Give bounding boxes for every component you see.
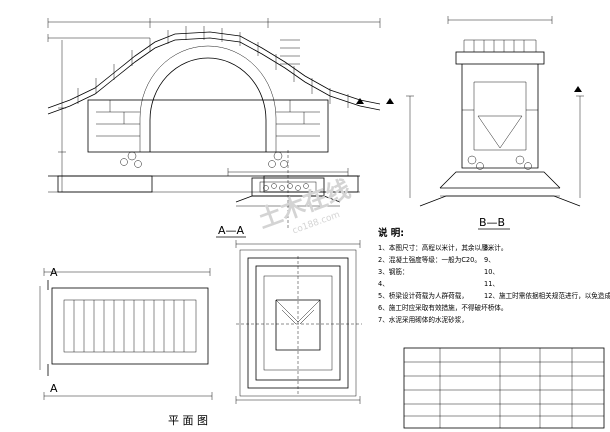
note-12: 12、施工时需依据相关规范进行，以免造成结构破坏。 xyxy=(484,291,610,300)
note-1: 1、本图尺寸：高程以米计，其余以厘米计。 xyxy=(378,243,507,252)
note-3: 3、钢筋： xyxy=(378,267,409,276)
foundation-plan xyxy=(235,240,362,404)
masonry-texture xyxy=(96,100,320,137)
notes-heading: 说 明: xyxy=(378,227,404,239)
note-10: 10、 xyxy=(484,268,499,276)
note-4: 4、 xyxy=(378,280,389,288)
cut-marker-a-top: A xyxy=(50,266,58,279)
elevation-view: A—A xyxy=(47,18,394,238)
title-block xyxy=(403,347,605,429)
note-7: 7、水泥采用砌体的水泥砂浆， xyxy=(378,315,468,324)
note-8: 8、 xyxy=(484,244,495,252)
rubble-fill xyxy=(120,151,288,168)
cross-section-label: B—B xyxy=(479,216,505,229)
cut-marker-a-bottom: A xyxy=(50,382,58,395)
note-5: 5、桥梁设计荷载为人群荷载， xyxy=(378,291,468,300)
cross-section-balusters xyxy=(473,40,525,52)
note-6: 6、施工时应采取有效措施，不得破坏桥体。 xyxy=(378,303,507,312)
plan-view: A A 平 面 图 xyxy=(39,266,213,427)
note-2: 2、混凝土强度等级：一般为C20。 xyxy=(378,255,481,264)
foundation-detail xyxy=(227,150,349,230)
plan-deck-stripes xyxy=(73,300,185,352)
plan-label: 平 面 图 xyxy=(168,414,208,427)
note-9: 9、 xyxy=(484,256,495,264)
watermark: 土木在线 co188.com xyxy=(254,175,354,237)
cross-section-view: B—B xyxy=(406,16,584,230)
note-11: 11、 xyxy=(484,280,499,288)
design-notes: 说 明: 1、本图尺寸：高程以米计，其余以厘米计。 2、混凝土强度等级：一般为C… xyxy=(378,227,610,324)
elevation-label: A—A xyxy=(218,224,245,237)
railing-balusters xyxy=(77,26,349,108)
